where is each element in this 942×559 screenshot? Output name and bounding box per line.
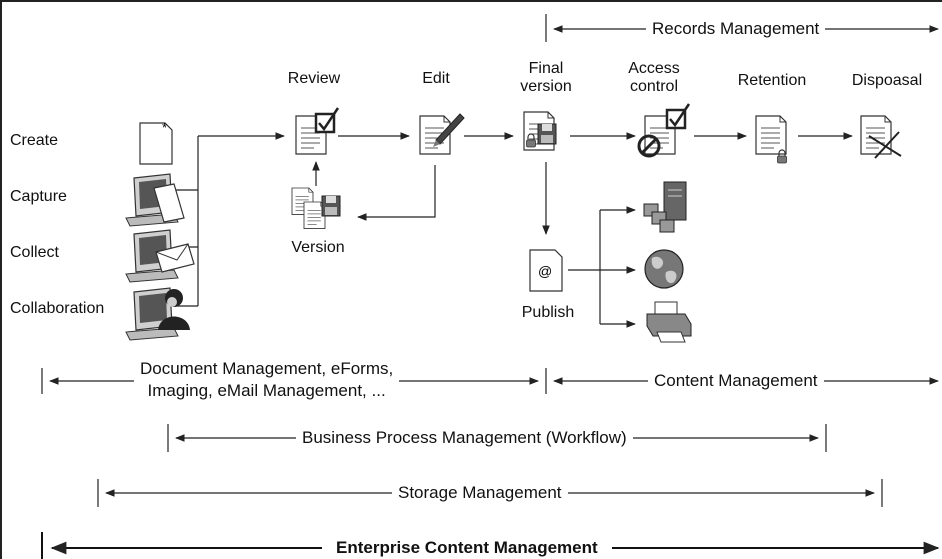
server-network-icon — [643, 181, 687, 233]
label-content-management: Content Management — [648, 371, 824, 391]
label-storage-management: Storage Management — [392, 483, 568, 503]
computer-mail-icon — [125, 229, 195, 283]
disposal-document-icon — [860, 115, 902, 159]
printer-icon — [646, 301, 692, 343]
svg-text:*: * — [162, 120, 167, 135]
label-records-management: Records Management — [646, 19, 826, 39]
final-version-icon — [523, 111, 557, 151]
version-documents-icon — [291, 187, 341, 230]
label-document-management: Document Management, eForms, Imaging, eM… — [134, 358, 400, 402]
access-control-icon — [637, 103, 691, 158]
source-label-create: Create — [10, 132, 59, 149]
edit-document-icon — [419, 113, 465, 155]
sources-connector — [176, 132, 285, 307]
computer-person-icon — [125, 287, 190, 341]
source-label-collaboration: Collaboration — [10, 300, 105, 317]
svg-text:@: @ — [538, 263, 552, 279]
label-enterprise-content-management: Enterprise Content Management — [322, 538, 612, 558]
globe-icon — [644, 249, 684, 289]
label-retention: Retention — [737, 72, 807, 89]
computer-document-icon — [125, 173, 185, 227]
retention-document-icon — [755, 115, 788, 164]
label-business-process-management: Business Process Management (Workflow) — [296, 428, 633, 448]
label-review: Review — [287, 70, 341, 87]
source-label-capture: Capture — [10, 188, 67, 205]
blank-document-icon: * — [139, 120, 173, 165]
label-access-control: Access control — [628, 60, 680, 95]
label-disposal: Dispoasal — [851, 72, 923, 89]
label-edit: Edit — [422, 70, 450, 87]
publish-document-icon: @ — [529, 249, 563, 292]
label-publish: Publish — [521, 304, 575, 321]
label-version: Version — [291, 239, 345, 256]
label-final-version: Final version — [520, 60, 572, 95]
review-document-icon — [295, 107, 340, 155]
source-label-collect: Collect — [10, 244, 59, 261]
workflow-arrows — [312, 132, 853, 328]
